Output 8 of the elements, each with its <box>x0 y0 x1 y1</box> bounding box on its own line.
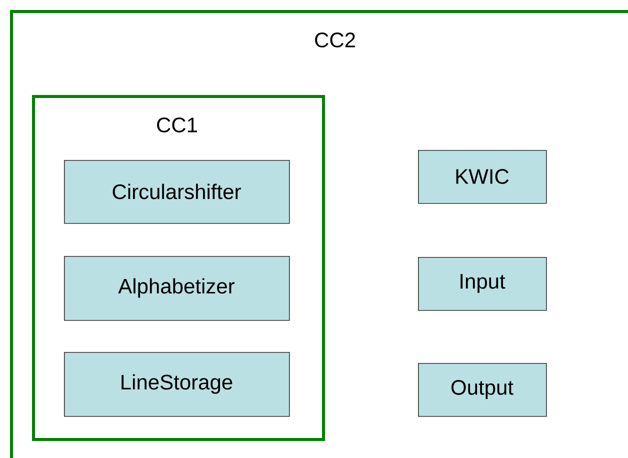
component-box: KWIC <box>418 150 547 204</box>
component-box: Input <box>418 257 547 311</box>
component-box: Output <box>418 363 547 417</box>
component-box: LineStorage <box>64 352 290 417</box>
component-box: Circularshifter <box>64 160 290 224</box>
component-box: Alphabetizer <box>64 256 290 321</box>
frame-title: CC2 <box>315 32 355 48</box>
frame-title: CC1 <box>157 118 197 132</box>
